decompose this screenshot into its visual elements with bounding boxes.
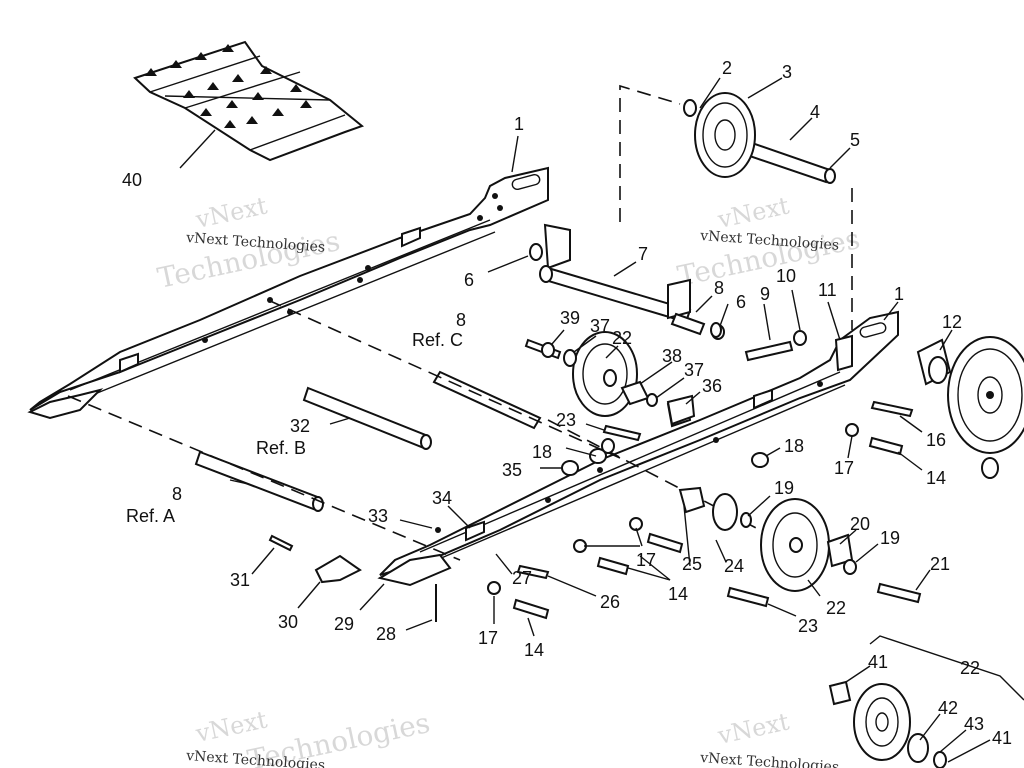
callout-41: 41	[992, 728, 1012, 748]
callout-7: 7	[638, 244, 648, 264]
callout-11: 11	[818, 280, 837, 300]
callout-33: 33	[368, 506, 388, 526]
callout-6: 6	[464, 270, 474, 290]
callout-43: 43	[964, 714, 984, 734]
part-8-ref-a-shaft	[194, 450, 324, 512]
ref-b-label: Ref. B	[256, 438, 306, 458]
callout-23: 23	[798, 616, 818, 636]
watermark-vnext: vNext	[192, 191, 270, 234]
part-7-cross-shaft	[539, 223, 692, 324]
callout-22: 22	[960, 658, 980, 678]
callout-29: 29	[334, 614, 354, 634]
ref-a-label: Ref. A	[126, 506, 175, 526]
callout-17: 17	[636, 550, 656, 570]
callout-34: 34	[432, 488, 452, 508]
callout-39: 39	[560, 308, 580, 328]
callout-42: 42	[938, 698, 958, 718]
callout-23: 23	[556, 410, 576, 430]
callout-8: 8	[456, 310, 466, 330]
watermark-vnext: vNext	[714, 191, 792, 234]
watermark-company: vNext Technologies	[699, 750, 840, 768]
callout-1: 1	[514, 114, 524, 134]
callout-41: 41	[868, 652, 888, 672]
callout-28: 28	[376, 624, 396, 644]
part-1-left-rail	[27, 166, 549, 420]
part-8-ref-c-shaft	[432, 370, 542, 430]
callout-14: 14	[668, 584, 688, 604]
callout-17: 17	[834, 458, 854, 478]
part-41-43-wheel-assembly	[828, 635, 1024, 768]
part-12-bearing-wheel	[916, 336, 1024, 479]
callout-38: 38	[662, 346, 682, 366]
callout-22: 22	[612, 328, 632, 348]
callout-20: 20	[850, 514, 870, 534]
callout-labels: 1 2 3 4 5 40 6 7 8 6 9 10 11 1 12 8 Ref.…	[122, 58, 1012, 748]
callout-1: 1	[894, 284, 904, 304]
callout-3: 3	[782, 62, 792, 82]
callout-26: 26	[600, 592, 620, 612]
part-1-right-rail	[377, 310, 899, 587]
callout-21: 21	[930, 554, 950, 574]
callout-37: 37	[590, 316, 610, 336]
callout-14: 14	[524, 640, 544, 660]
callout-36: 36	[702, 376, 722, 396]
callout-4: 4	[810, 102, 820, 122]
ref-c-label: Ref. C	[412, 330, 463, 350]
callout-27: 27	[512, 568, 532, 588]
callout-6: 6	[736, 292, 746, 312]
callout-25: 25	[682, 554, 702, 574]
hardware-bolts	[268, 243, 922, 622]
callout-35: 35	[502, 460, 522, 480]
callout-8: 8	[714, 278, 724, 298]
callout-37: 37	[684, 360, 704, 380]
callout-16: 16	[926, 430, 946, 450]
part-22-lower-wheel	[678, 486, 857, 592]
callout-22: 22	[826, 598, 846, 618]
part-32-shaft	[302, 386, 432, 450]
callout-9: 9	[760, 284, 770, 304]
callout-40: 40	[122, 170, 142, 190]
callout-18: 18	[784, 436, 804, 456]
callout-32: 32	[290, 416, 310, 436]
callout-17: 17	[478, 628, 498, 648]
callout-10: 10	[776, 266, 796, 286]
part-2-5-wheel-axle	[683, 92, 836, 184]
callout-14: 14	[926, 468, 946, 488]
callout-2: 2	[722, 58, 732, 78]
callout-19: 19	[880, 528, 900, 548]
callout-19: 19	[774, 478, 794, 498]
callout-18: 18	[532, 442, 552, 462]
callout-12: 12	[942, 312, 962, 332]
callout-8: 8	[172, 484, 182, 504]
callout-5: 5	[850, 130, 860, 150]
callout-30: 30	[278, 612, 298, 632]
callout-31: 31	[230, 570, 250, 590]
watermark-vnext: vNext	[714, 707, 792, 750]
leader-lines	[229, 77, 991, 763]
part-40-track-plate	[133, 40, 365, 169]
callout-24: 24	[724, 556, 744, 576]
